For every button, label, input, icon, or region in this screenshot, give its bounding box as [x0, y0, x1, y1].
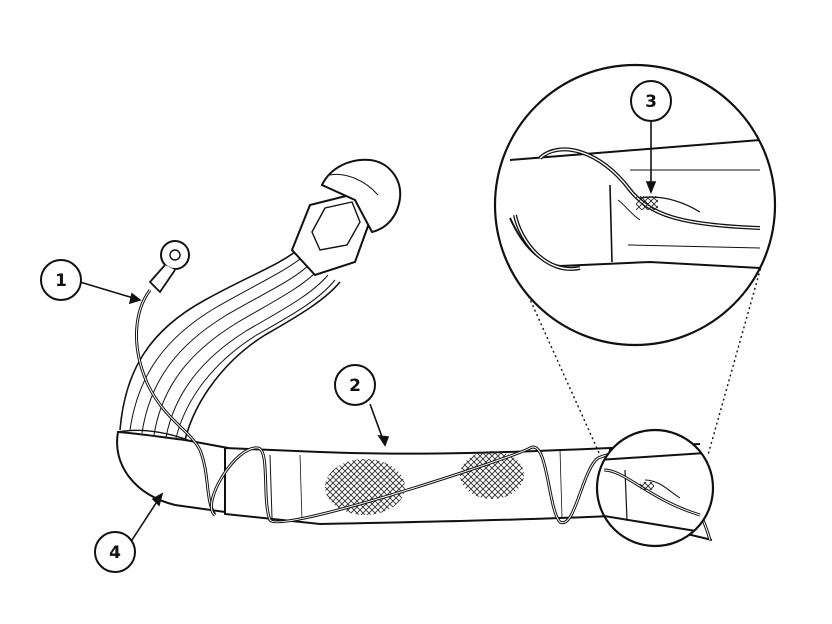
- wire-bundle: [119, 247, 341, 441]
- ring-terminal: [148, 240, 190, 294]
- callout-3-label: 3: [645, 92, 657, 112]
- detail-view-circle: [493, 63, 777, 347]
- detail-origin-circle: [595, 428, 715, 548]
- harness-connector: [290, 158, 402, 277]
- callout-2: 2: [334, 364, 376, 406]
- ground-wire: [134, 240, 712, 541]
- callout-leaders: [79, 122, 657, 541]
- callout-4-label: 4: [109, 543, 121, 563]
- callout-1: 1: [40, 259, 82, 301]
- sleeve-texture-patches: [325, 451, 524, 515]
- callout-3: 3: [630, 80, 672, 122]
- callout-4: 4: [94, 531, 136, 573]
- callout-2-label: 2: [349, 376, 361, 396]
- callout-1-label: 1: [55, 271, 67, 291]
